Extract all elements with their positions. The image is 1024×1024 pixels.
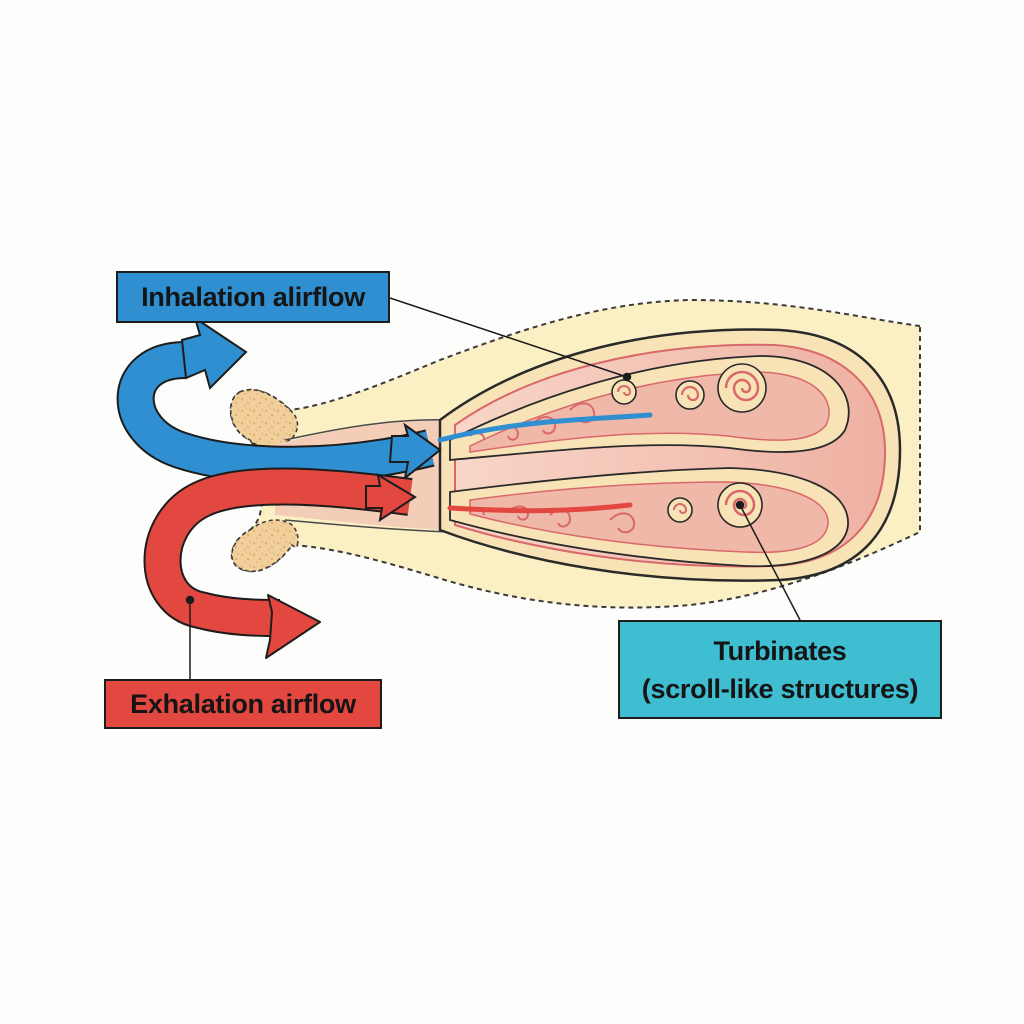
inhalation-arrow-icon: [116, 315, 442, 484]
exhalation-arrow-icon: [143, 467, 417, 659]
nostril-cartilage-top: [230, 389, 299, 449]
upper-scrolls: [469, 363, 767, 441]
inhalation-label-text: Inhalation alirflow: [141, 281, 365, 312]
turbinates-leader: [739, 504, 801, 621]
inhalation-flow-streak: [437, 412, 653, 443]
exhalation-airflow-label: Exhalation airflow: [104, 679, 382, 729]
inhalation-airflow-label: Inhalation alirflow: [116, 271, 390, 323]
inhalation-leader: [389, 297, 628, 378]
turbinates-label: Turbinates (scroll-like structures): [618, 620, 942, 719]
exhalation-label-text: Exhalation airflow: [130, 688, 356, 719]
nostril-cartilage-bottom: [231, 519, 299, 573]
turbinates-label-line2: (scroll-like structures): [641, 673, 919, 704]
turbinates-label-line1: Turbinates: [713, 635, 847, 666]
exhalation-flow-streak: [447, 502, 633, 514]
leader-lines: [185, 297, 801, 679]
